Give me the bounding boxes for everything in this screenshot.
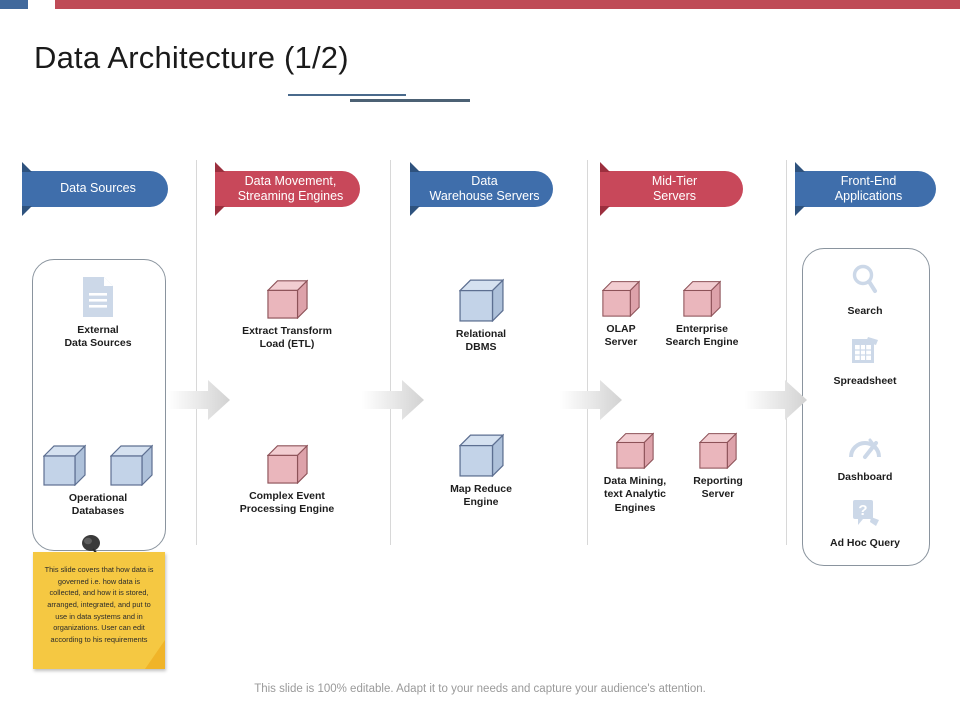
top-accent-bar-red [55, 0, 960, 9]
node-reporting-server[interactable]: Reporting Server [643, 431, 793, 502]
flow-arrow-4 [745, 380, 807, 420]
column-divider-3 [587, 160, 588, 545]
flow-arrow-1 [168, 380, 230, 420]
node-olap-server[interactable]: OLAP Server [546, 279, 696, 350]
title-underline-lower [350, 99, 470, 102]
node-extract-transform-load[interactable]: Extract Transform Load (ETL) [212, 278, 362, 352]
fe-item-label: Dashboard [837, 471, 893, 483]
fe-item-label: Search [847, 305, 883, 317]
node-label: Reporting Server [693, 475, 743, 501]
cube-icon-red [683, 280, 721, 317]
node-label: Operational Databases [68, 492, 128, 518]
node-label: Extract Transform Load (ETL) [242, 325, 332, 351]
banner-tab-bottom [795, 206, 805, 216]
node-map-reduce-engine[interactable]: Map Reduce Engine [406, 432, 556, 510]
question-bubble-icon: ? [853, 500, 879, 526]
flow-arrow-2 [362, 380, 424, 420]
node-label: Enterprise Search Engine [665, 323, 739, 349]
banner-mid-tier-servers[interactable]: Mid-Tier Servers [600, 162, 743, 216]
cube-icon-red [266, 279, 308, 319]
sticky-note: This slide covers that how data is gover… [33, 552, 165, 669]
banner-tab-top [600, 162, 610, 172]
banner-label: Data Sources [60, 181, 136, 196]
banner-label: Front-End Applications [834, 173, 903, 203]
node-label: OLAP Server [604, 323, 638, 349]
fe-item-label: Ad Hoc Query [829, 537, 900, 549]
banner-tab-top [22, 162, 32, 172]
cube-icon-red [602, 280, 640, 317]
node-label: Data Mining, text Analytic Engines [603, 475, 667, 514]
spreadsheet-icon [852, 337, 878, 363]
sticky-note-text: This slide covers that how data is gover… [44, 565, 154, 645]
node-external-data-sources[interactable]: External Data Sources [23, 276, 173, 351]
node-data-mining-text-analytic-engines[interactable]: Data Mining, text Analytic Engines [560, 431, 710, 515]
node-label: Complex Event Processing Engine [239, 490, 335, 516]
title-underline-upper [288, 94, 406, 96]
fe-item-label: Spreadsheet [833, 375, 897, 387]
banner-warehouse-servers[interactable]: Data Warehouse Servers [410, 162, 553, 216]
node-operational-databases[interactable]: Operational Databases [23, 443, 173, 519]
banner-tab-bottom [215, 206, 225, 216]
cube-icon-red [699, 432, 737, 469]
column-divider-2 [390, 160, 391, 545]
column-divider-4 [786, 160, 787, 545]
banner-data-sources[interactable]: Data Sources [22, 162, 168, 216]
cube-pair-icon [23, 443, 173, 486]
node-label: Map Reduce Engine [450, 483, 512, 509]
node-label: External Data Sources [64, 324, 132, 350]
document-icon [83, 277, 113, 317]
banner-data-movement[interactable]: Data Movement, Streaming Engines [215, 162, 360, 216]
banner-tab-top [215, 162, 225, 172]
footer-note: This slide is 100% editable. Adapt it to… [254, 683, 706, 695]
fe-item-spreadsheet[interactable]: Spreadsheet [790, 333, 940, 387]
cube-icon-blue [458, 433, 504, 477]
fe-item-search[interactable]: Search [790, 263, 940, 317]
top-accent-bar-blue [0, 0, 28, 9]
node-complex-event-processing-engine[interactable]: Complex Event Processing Engine [212, 443, 362, 517]
svg-text:?: ? [858, 502, 867, 519]
cube-icon-red [616, 432, 654, 469]
dashboard-gauge-icon [849, 438, 881, 459]
banner-tab-bottom [22, 206, 32, 216]
node-label: Relational DBMS [455, 328, 507, 354]
banner-front-end-applications[interactable]: Front-End Applications [795, 162, 936, 216]
banner-tab-bottom [600, 206, 610, 216]
node-enterprise-search-engine[interactable]: Enterprise Search Engine [627, 279, 777, 350]
search-icon [852, 264, 877, 293]
banner-tab-top [410, 162, 420, 172]
banner-label: Mid-Tier Servers [651, 173, 698, 203]
fe-item-ad-hoc-query[interactable]: ? Ad Hoc Query [790, 497, 940, 549]
cube-icon-red [266, 444, 308, 484]
banner-tab-top [795, 162, 805, 172]
page-title: Data Architecture (1/2) [34, 40, 349, 75]
fe-item-dashboard[interactable]: Dashboard [790, 435, 940, 483]
node-relational-dbms[interactable]: Relational DBMS [406, 277, 556, 355]
banner-label: Data Warehouse Servers [429, 173, 540, 203]
banner-tab-bottom [410, 206, 420, 216]
column-divider-1 [196, 160, 197, 545]
flow-arrow-3 [560, 380, 622, 420]
banner-label: Data Movement, Streaming Engines [237, 173, 344, 203]
cube-icon-blue [458, 278, 504, 322]
